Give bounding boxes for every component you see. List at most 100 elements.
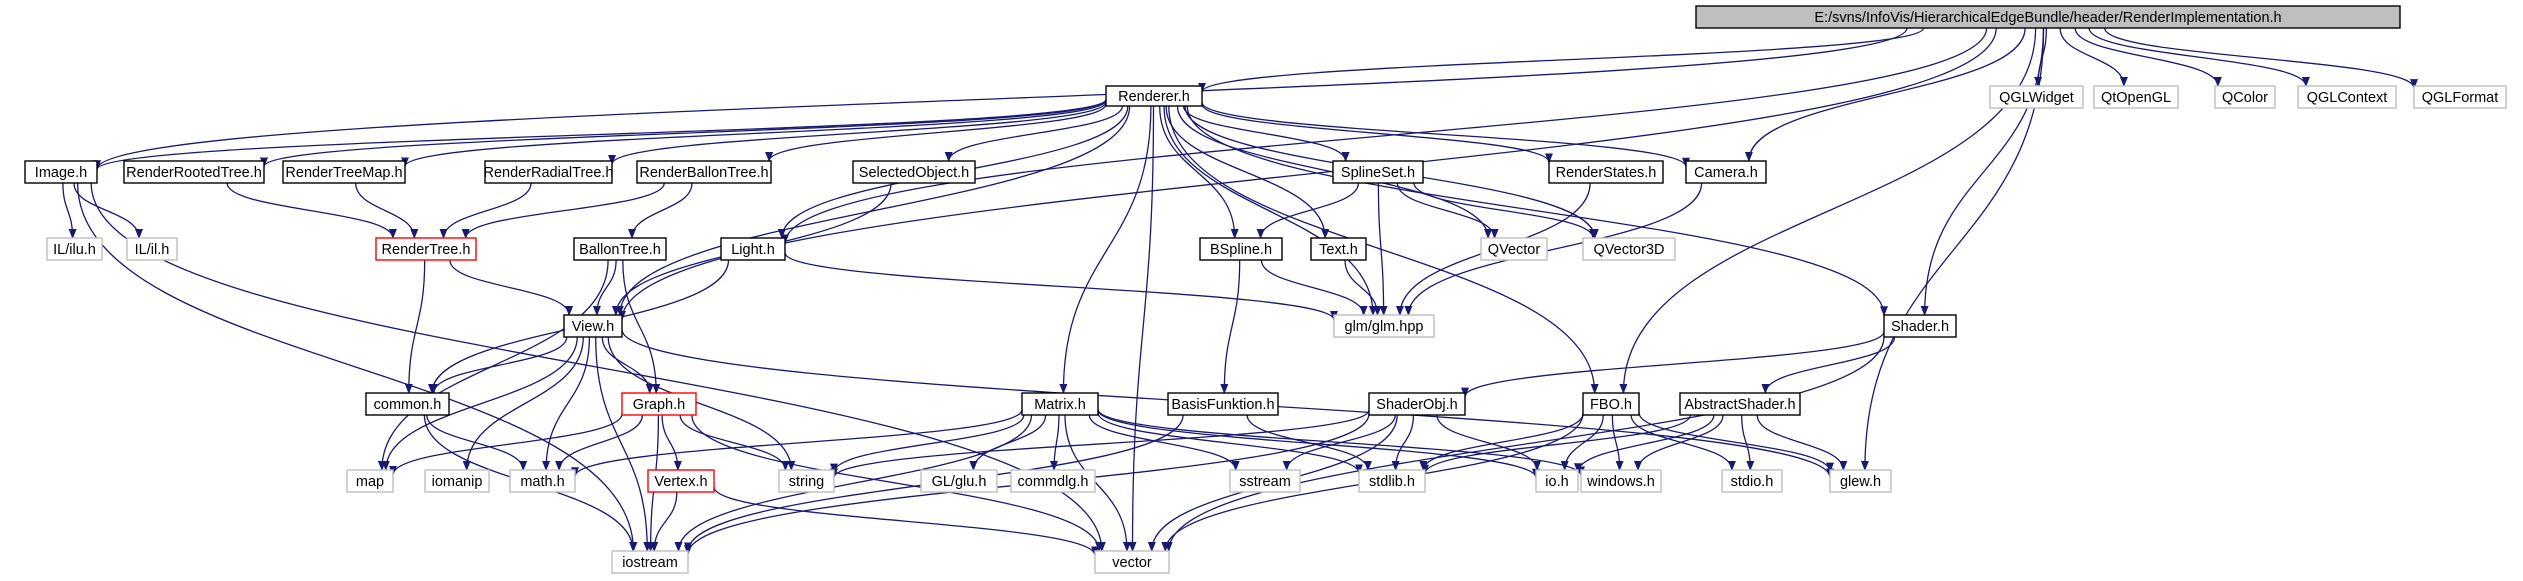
node-label-ioh: io.h bbox=[1545, 474, 1568, 490]
edge-root-to-qcolor bbox=[2074, 27, 2222, 87]
node-label-commdlg: commdlg.h bbox=[1018, 474, 1089, 490]
node-basisfunktion[interactable]: BasisFunktion.h bbox=[1167, 392, 1279, 416]
node-box-renderballontree bbox=[636, 160, 772, 184]
node-box-camera bbox=[1685, 160, 1767, 184]
node-renderrootedtree[interactable]: RenderRootedTree.h bbox=[123, 160, 265, 184]
node-label-shaderobj: ShaderObj.h bbox=[1376, 397, 1457, 413]
node-rendertree[interactable]: RenderTree.h bbox=[375, 237, 477, 261]
edge-graph-to-vertex bbox=[661, 414, 682, 471]
edge-root-to-qtopengl bbox=[2059, 27, 2128, 87]
node-box-light bbox=[720, 237, 786, 261]
node-label-map: map bbox=[356, 474, 384, 490]
edge-view-to-mathh bbox=[542, 336, 591, 471]
edge-renderer-to-fbo bbox=[1168, 105, 1599, 394]
edge-renderer-to-bspline bbox=[1159, 105, 1239, 239]
node-label-basisfunktion: BasisFunktion.h bbox=[1171, 397, 1274, 413]
node-matrix[interactable]: Matrix.h bbox=[1021, 392, 1099, 416]
edge-renderballontree-to-rendertree bbox=[461, 182, 665, 239]
edge-abstractshader-to-windows bbox=[1634, 414, 1724, 471]
edge-graph-to-string bbox=[679, 414, 790, 471]
edge-root-to-qglcontext bbox=[2088, 27, 2310, 87]
node-fbo[interactable]: FBO.h bbox=[1582, 392, 1640, 416]
node-bspline[interactable]: BSpline.h bbox=[1199, 237, 1283, 261]
node-renderer[interactable]: Renderer.h bbox=[1105, 85, 1203, 107]
edge-splineset-to-glm bbox=[1377, 182, 1388, 316]
edge-abstractshader-to-stdlib bbox=[1421, 414, 1691, 475]
node-box-iomanip bbox=[424, 469, 490, 493]
node-box-windows bbox=[1580, 469, 1662, 493]
edge-bspline-to-basisfunktion bbox=[1220, 259, 1241, 394]
node-splineset[interactable]: SplineSet.h bbox=[1332, 160, 1424, 184]
edge-renderer-to-shader bbox=[1186, 105, 1888, 317]
edge-view-to-iostream bbox=[595, 336, 652, 552]
node-label-rendertree: RenderTree.h bbox=[382, 242, 471, 258]
node-common[interactable]: common.h bbox=[365, 392, 450, 416]
edge-graph-to-map bbox=[389, 413, 623, 476]
node-box-shaderobj bbox=[1368, 392, 1466, 416]
node-ioh: io.h bbox=[1535, 469, 1579, 493]
node-label-renderradialtree: RenderRadialTree.h bbox=[483, 165, 613, 181]
edge-root-to-fbo bbox=[1619, 27, 2037, 394]
node-selectedobject[interactable]: SelectedObject.h bbox=[852, 160, 976, 184]
node-text[interactable]: Text.h bbox=[1310, 237, 1367, 261]
node-box-map bbox=[346, 469, 394, 493]
edge-renderer-to-splineset bbox=[1182, 105, 1350, 162]
nodes-layer: E:/svns/InfoVis/HierarchicalEdgeBundle/h… bbox=[24, 5, 2507, 574]
edge-shaderobj-to-sstream bbox=[1282, 414, 1396, 471]
node-vertex[interactable]: Vertex.h bbox=[647, 469, 715, 493]
node-rendertreemap[interactable]: RenderTreeMap.h bbox=[282, 160, 406, 184]
edge-root-to-renderer bbox=[1198, 27, 1925, 93]
node-box-glew bbox=[1829, 469, 1892, 493]
edge-view-to-graph bbox=[601, 336, 654, 394]
node-label-renderer: Renderer.h bbox=[1118, 89, 1190, 105]
node-box-abstractshader bbox=[1679, 392, 1801, 416]
node-ballontree[interactable]: BallonTree.h bbox=[573, 237, 667, 261]
node-camera[interactable]: Camera.h bbox=[1685, 160, 1767, 184]
node-label-qcolor: QColor bbox=[2222, 90, 2268, 106]
edge-vertex-to-vector bbox=[713, 486, 1099, 557]
node-image[interactable]: Image.h bbox=[24, 160, 98, 184]
edge-vertex-to-iostream bbox=[650, 491, 678, 552]
node-iomanip: iomanip bbox=[424, 469, 490, 493]
edge-root-to-glew bbox=[1860, 27, 2045, 471]
edge-root-to-view bbox=[618, 27, 1997, 321]
node-label-ililu: IL/ilu.h bbox=[53, 242, 96, 258]
node-shaderobj[interactable]: ShaderObj.h bbox=[1368, 392, 1466, 416]
node-abstractshader[interactable]: AbstractShader.h bbox=[1679, 392, 1801, 416]
node-box-qglformat bbox=[2413, 85, 2507, 109]
edge-shaderobj-to-string bbox=[830, 409, 1370, 479]
node-box-commdlg bbox=[1010, 469, 1096, 493]
node-label-vertex: Vertex.h bbox=[654, 474, 707, 490]
node-label-qtopengl: QtOpenGL bbox=[2101, 90, 2171, 106]
edge-renderer-to-renderradialtree bbox=[608, 101, 1107, 165]
node-box-sstream bbox=[1229, 469, 1301, 493]
node-graph[interactable]: Graph.h bbox=[621, 392, 697, 416]
node-glm: glm/glm.hpp bbox=[1333, 314, 1435, 338]
node-light[interactable]: Light.h bbox=[720, 237, 786, 261]
edge-renderrootedtree-to-rendertree bbox=[226, 182, 397, 239]
node-renderballontree[interactable]: RenderBallonTree.h bbox=[636, 160, 772, 184]
node-root[interactable]: E:/svns/InfoVis/HierarchicalEdgeBundle/h… bbox=[1695, 5, 2401, 29]
node-box-view bbox=[563, 314, 623, 338]
edge-root-to-shader bbox=[1920, 27, 2045, 316]
node-renderradialtree[interactable]: RenderRadialTree.h bbox=[483, 160, 614, 184]
node-label-image: Image.h bbox=[35, 165, 87, 181]
node-box-mathh bbox=[509, 469, 576, 493]
node-label-stdlib: stdlib.h bbox=[1369, 474, 1415, 490]
node-view[interactable]: View.h bbox=[563, 314, 623, 338]
edge-view-to-map bbox=[381, 336, 578, 471]
edge-shader-to-abstractshader bbox=[1761, 336, 1896, 394]
edge-ballontree-to-view bbox=[592, 259, 617, 316]
node-renderstates[interactable]: RenderStates.h bbox=[1548, 160, 1664, 184]
node-shader[interactable]: Shader.h bbox=[1883, 314, 1957, 338]
node-box-iostream bbox=[611, 550, 689, 574]
edge-fbo-to-glew bbox=[1638, 412, 1834, 473]
edge-root-to-camera bbox=[1744, 27, 2026, 162]
node-mathh: math.h bbox=[509, 469, 576, 493]
node-box-qvector bbox=[1480, 237, 1548, 261]
node-box-ioh bbox=[1535, 469, 1579, 493]
edge-renderer-to-vector bbox=[1128, 105, 1155, 552]
node-box-stdlib bbox=[1358, 469, 1426, 493]
node-qcolor: QColor bbox=[2214, 85, 2276, 109]
node-ililu: IL/ilu.h bbox=[46, 237, 103, 261]
